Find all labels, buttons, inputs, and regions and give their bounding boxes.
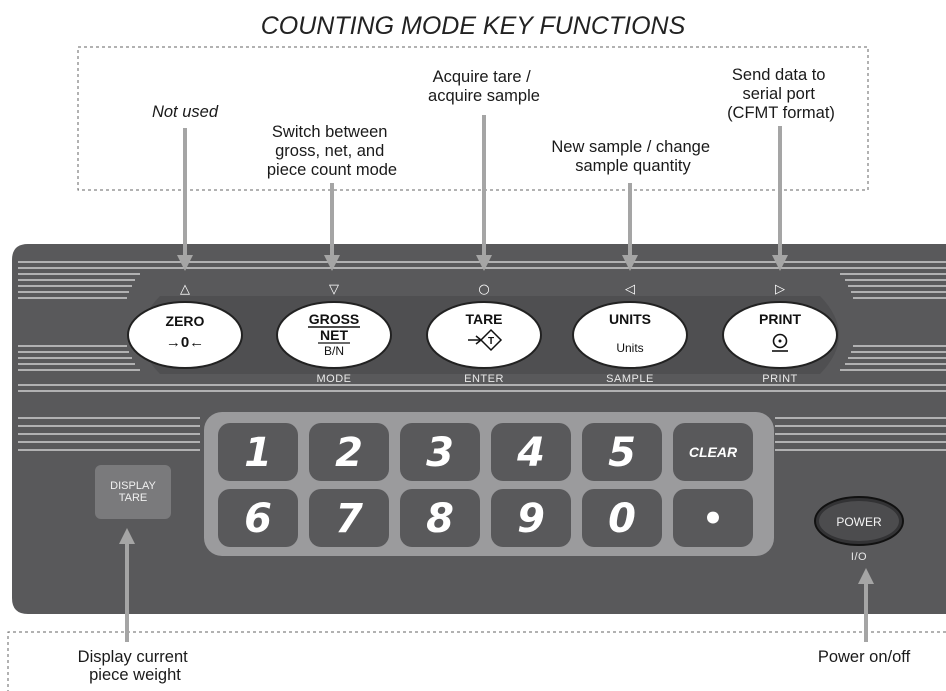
units-key[interactable]: UNITS Units xyxy=(572,301,688,369)
digit-key-1-label: 1 xyxy=(244,430,272,476)
annotation-power: Power on/off xyxy=(818,648,911,666)
print-key[interactable]: PRINT xyxy=(722,301,838,369)
digit-key-8[interactable]: 8 xyxy=(400,489,480,547)
units-key-label: UNITS xyxy=(609,311,651,327)
diagram-title: COUNTING MODE KEY FUNCTIONS xyxy=(261,12,686,40)
digit-key-1[interactable]: 1 xyxy=(218,423,298,481)
sample-label: SAMPLE xyxy=(606,373,654,385)
display-tare-label-line2: TARE xyxy=(119,492,148,504)
print-label: PRINT xyxy=(762,373,798,385)
digit-key-2[interactable]: 2 xyxy=(309,423,389,481)
display-tare-button[interactable]: DISPLAY TARE xyxy=(95,465,171,519)
tare-key[interactable]: TARE T xyxy=(426,301,542,369)
print-symbol-icon xyxy=(772,333,788,352)
digit-key-4[interactable]: 4 xyxy=(491,423,571,481)
digit-key-5-label: 5 xyxy=(608,430,636,476)
top-annotation-box xyxy=(77,46,869,191)
bottom-annotation-box xyxy=(7,631,946,691)
digit-key-2-label: 2 xyxy=(335,430,363,476)
tare-key-label: TARE xyxy=(465,311,502,327)
print-key-label: PRINT xyxy=(759,311,801,327)
keypad-keys: 1 2 3 4 5 CLEAR 6 7 8 9 0 • xyxy=(218,423,753,547)
digit-key-5[interactable]: 5 xyxy=(582,423,662,481)
gross-key-label: GROSS xyxy=(309,311,360,327)
annotation-zero: Not used xyxy=(152,103,219,121)
digit-key-9-label: 9 xyxy=(517,496,545,542)
power-button-label: POWER xyxy=(836,515,882,529)
decimal-point-key-label: • xyxy=(702,499,724,539)
print-arrow-icon: ▷ xyxy=(775,282,785,297)
digit-key-7[interactable]: 7 xyxy=(309,489,389,547)
annotation-units: New sample / change sample quantity xyxy=(551,138,714,175)
zero-symbol-icon: →0← xyxy=(166,334,204,351)
digit-key-4-label: 4 xyxy=(516,430,545,476)
tare-symbol-icon: T xyxy=(468,328,503,352)
bn-key-sublabel: B/N xyxy=(324,344,344,358)
power-button[interactable]: POWER xyxy=(814,496,904,546)
clear-key[interactable]: CLEAR xyxy=(673,423,753,481)
clear-key-label: CLEAR xyxy=(689,444,738,460)
digit-key-6[interactable]: 6 xyxy=(218,489,298,547)
function-keys: △ ZERO →0← ▽ GROSS NET B/N MODE ○ TARE xyxy=(127,282,838,385)
svg-text:T: T xyxy=(488,336,494,347)
gross-net-key[interactable]: GROSS NET B/N xyxy=(276,301,392,369)
digit-key-0[interactable]: 0 xyxy=(582,489,662,547)
digit-key-8-label: 8 xyxy=(426,496,454,542)
callout-arrows xyxy=(119,115,874,642)
display-tare-label-line1: DISPLAY xyxy=(110,480,156,492)
tare-arrow-icon: ○ xyxy=(478,282,489,297)
digit-key-0-label: 0 xyxy=(608,496,636,542)
net-key-label: NET xyxy=(320,327,348,343)
decimal-point-key[interactable]: • xyxy=(673,489,753,547)
digit-key-7-label: 7 xyxy=(335,496,363,542)
annotation-tare: Acquire tare / acquire sample xyxy=(428,68,540,105)
annotation-display-tare: Display current piece weight xyxy=(78,648,193,684)
digit-key-6-label: 6 xyxy=(244,496,272,542)
zero-key-label: ZERO xyxy=(166,313,205,329)
mode-label: MODE xyxy=(317,373,352,385)
units-key-sublabel: Units xyxy=(616,341,643,355)
digit-key-3-label: 3 xyxy=(426,430,454,476)
units-arrow-icon: ◁ xyxy=(625,282,635,297)
zero-key[interactable]: ZERO →0← xyxy=(127,301,243,369)
enter-label: ENTER xyxy=(464,373,504,385)
zero-arrow-icon: △ xyxy=(180,282,190,297)
digit-key-9[interactable]: 9 xyxy=(491,489,571,547)
power-io-label: I/O xyxy=(851,551,867,563)
digit-key-3[interactable]: 3 xyxy=(400,423,480,481)
annotation-print: Send data to serial port (CFMT format) xyxy=(727,66,835,122)
gross-net-arrow-icon: ▽ xyxy=(329,282,339,297)
annotation-mode: Switch between gross, net, and piece cou… xyxy=(267,123,397,179)
